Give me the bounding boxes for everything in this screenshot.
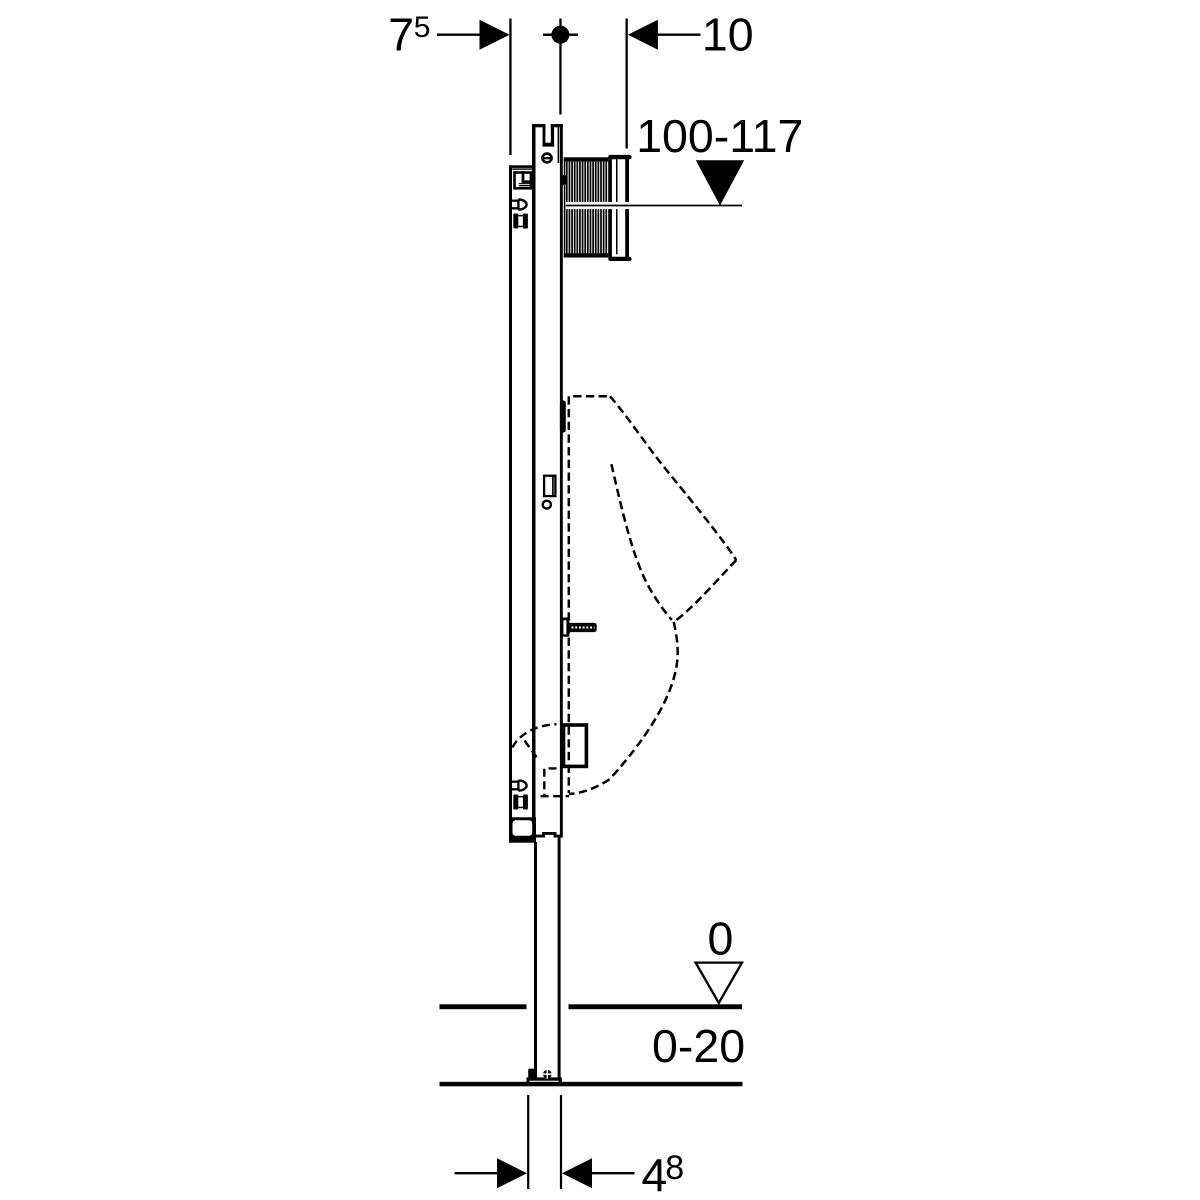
svg-text:10: 10 xyxy=(702,8,754,60)
svg-text:100-117: 100-117 xyxy=(636,110,803,162)
svg-text:0: 0 xyxy=(708,913,734,965)
svg-text:8: 8 xyxy=(665,1149,684,1187)
svg-text:5: 5 xyxy=(414,11,431,44)
svg-text:4: 4 xyxy=(641,1149,667,1200)
svg-text:7: 7 xyxy=(388,8,414,60)
svg-text:0-20: 0-20 xyxy=(652,1020,745,1072)
